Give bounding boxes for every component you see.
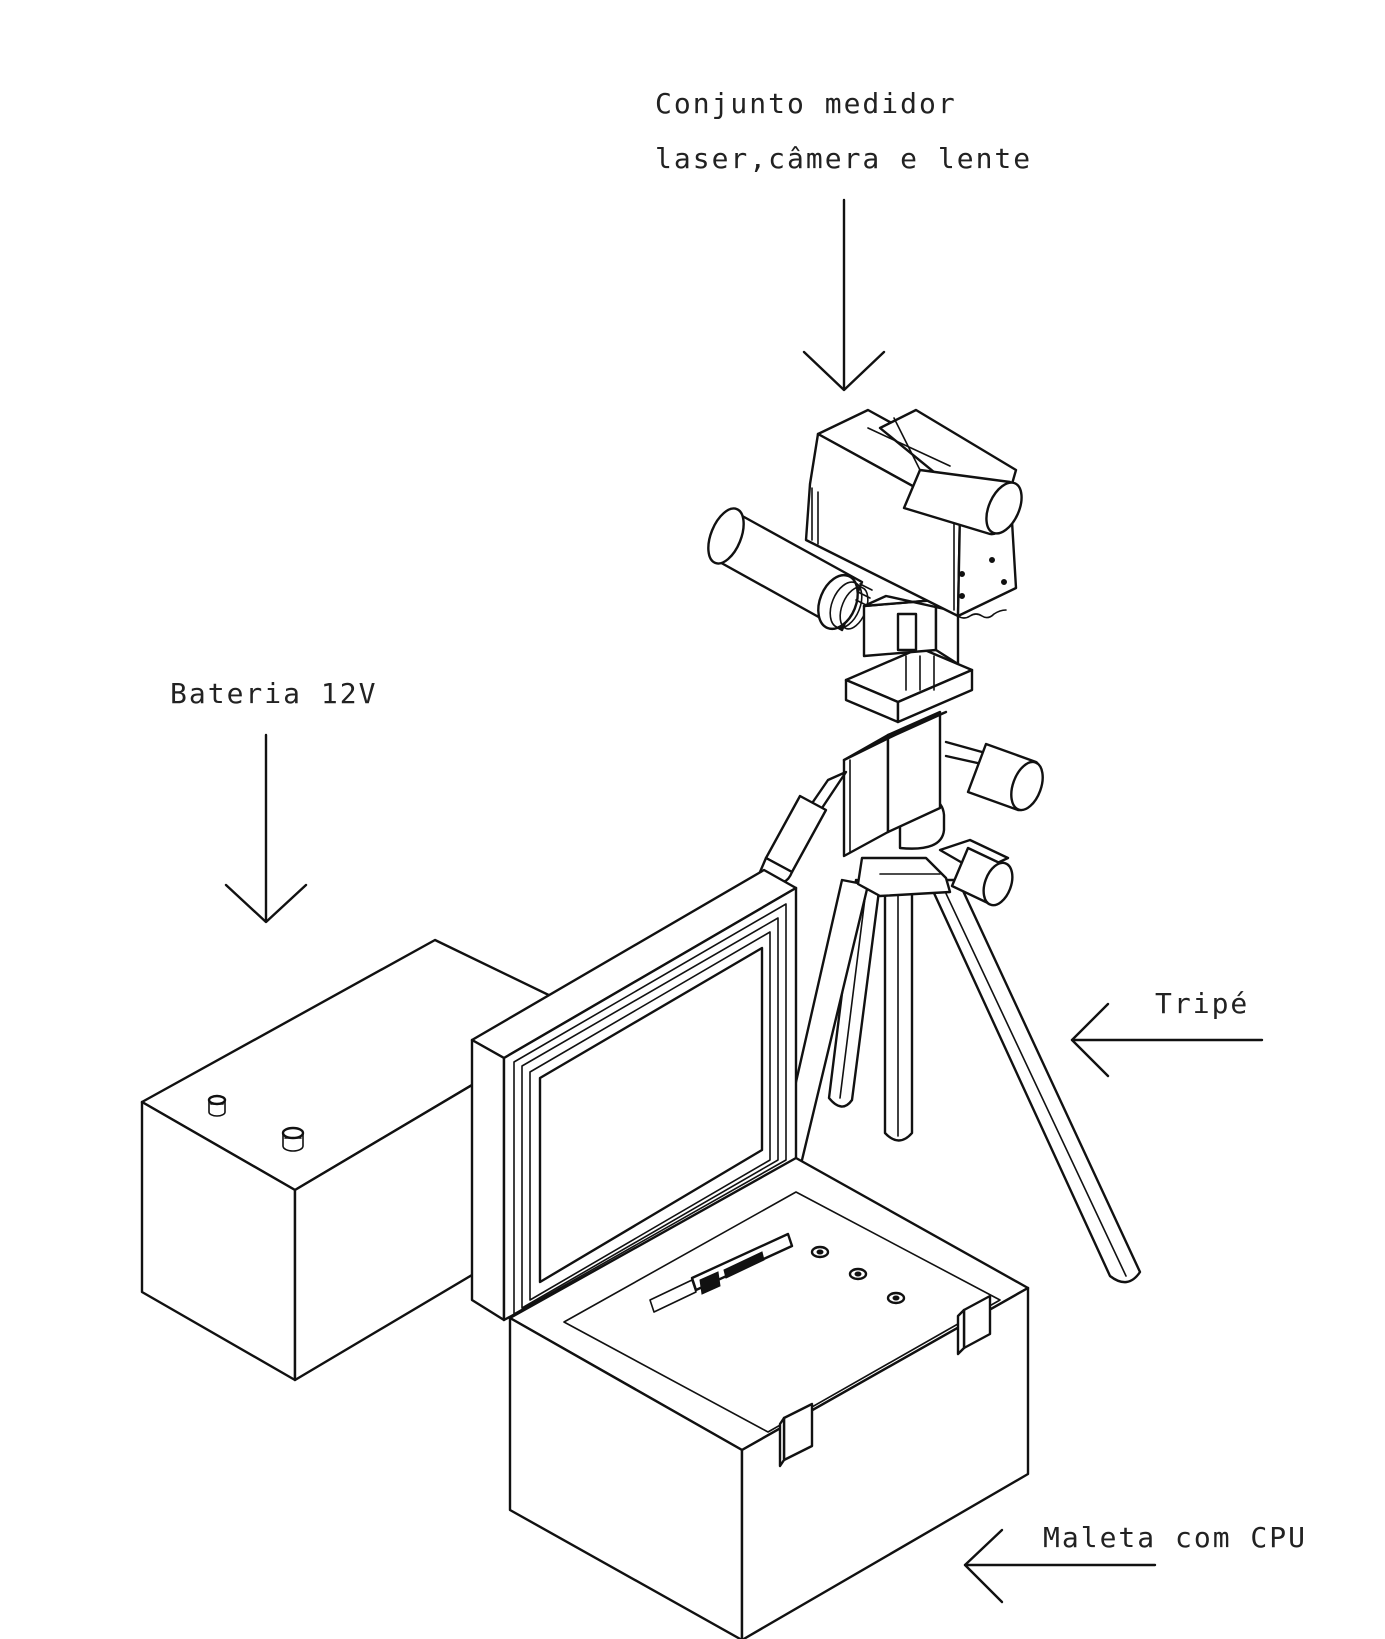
battery-label: Bateria 12V <box>170 677 377 710</box>
lens-mount-icon <box>817 573 873 631</box>
camera-mount-plate <box>844 646 974 724</box>
cpu-case <box>470 868 1030 1639</box>
camera-arrow <box>802 198 886 392</box>
tripod-pan-handle <box>758 770 848 884</box>
camera-label-line2: laser,câmera e lente <box>655 142 1032 175</box>
case-arrow <box>963 1528 1157 1604</box>
case-latch-right <box>956 1294 992 1356</box>
battery-terminal-negative <box>281 1126 305 1152</box>
tripod-leg-center <box>883 878 914 1142</box>
tripod-leg-left <box>827 878 882 1108</box>
battery-terminal-positive <box>207 1094 227 1117</box>
case-latch-front <box>778 1402 814 1468</box>
tripod-pan-head <box>842 710 948 858</box>
case-label: Maleta com CPU <box>1043 1521 1307 1554</box>
tripod-leg-right <box>926 878 1142 1284</box>
cpu-panel <box>649 1232 906 1313</box>
cpu-button-2 <box>848 1267 868 1281</box>
cpu-case-body <box>508 1156 1030 1639</box>
cpu-button-1 <box>810 1245 830 1259</box>
cpu-case-screen <box>538 946 764 1284</box>
camera-body <box>862 594 960 691</box>
tripod-lower-knob-icon <box>938 838 1014 907</box>
tripod-arrow <box>1070 1002 1264 1078</box>
tripod-tilt-knob-icon <box>944 740 1044 812</box>
tripod-leg-hub <box>856 856 952 898</box>
laser-tube-icon <box>867 408 1023 536</box>
cpu-button-3 <box>886 1291 906 1305</box>
camera-label-line1: Conjunto medidor <box>655 87 957 120</box>
battery-arrow <box>224 733 308 924</box>
tripod-label: Tripé <box>1155 987 1249 1020</box>
camera-laser-assembly <box>707 408 1023 691</box>
